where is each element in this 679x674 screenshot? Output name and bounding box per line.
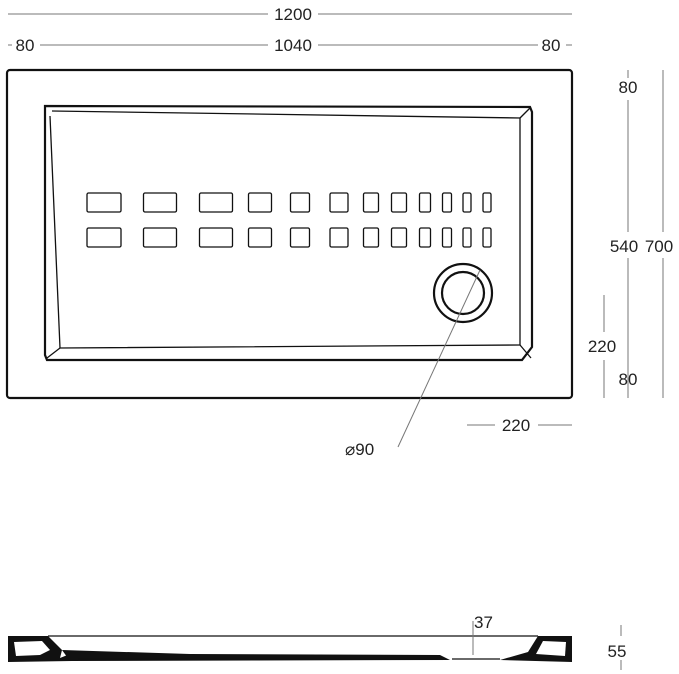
dimension-label-drain-offset-x: 220	[502, 416, 530, 435]
anti-slip-slot	[418, 192, 432, 213]
anti-slip-pattern	[86, 192, 492, 248]
anti-slip-slot	[198, 192, 234, 213]
dimension-label-top-rim: 80	[619, 78, 638, 97]
tray-side-view: 37 55	[8, 613, 626, 670]
dimension-label-drain-depth: 37	[474, 613, 493, 632]
anti-slip-slot	[482, 227, 492, 248]
anti-slip-slot	[247, 227, 273, 248]
dimension-widths-row: 80 1040 80	[8, 36, 572, 55]
dimension-label-inner-width: 1040	[274, 36, 312, 55]
anti-slip-slot	[329, 227, 349, 248]
anti-slip-slot	[142, 192, 178, 213]
anti-slip-slot	[86, 227, 122, 248]
anti-slip-slot	[247, 192, 273, 213]
dimension-label-left-rim: 80	[16, 36, 35, 55]
dimension-label-height: 55	[608, 642, 627, 661]
anti-slip-slot	[390, 192, 408, 213]
anti-slip-slot	[289, 227, 311, 248]
drain-inner-ring	[440, 270, 486, 316]
anti-slip-slot	[289, 192, 311, 213]
anti-slip-slot	[362, 227, 380, 248]
dimension-label-bottom-rim: 80	[619, 370, 638, 389]
anti-slip-slot	[441, 227, 453, 248]
dimension-depths: 80 540 700 220 80 220	[467, 70, 673, 435]
dimension-label-overall-depth: 700	[645, 237, 673, 256]
dimension-label-inner-depth: 540	[610, 237, 638, 256]
anti-slip-slot	[86, 192, 122, 213]
dimension-label-1200: 1200	[274, 5, 312, 24]
drain-leader-line	[397, 269, 481, 448]
tray-top-view: ⌀90	[5, 68, 574, 459]
anti-slip-slot	[198, 227, 234, 248]
anti-slip-slot	[482, 192, 492, 213]
dimension-label-right-rim: 80	[542, 36, 561, 55]
anti-slip-slot	[329, 192, 349, 213]
anti-slip-slot	[142, 227, 178, 248]
anti-slip-slot	[362, 192, 380, 213]
anti-slip-slot	[462, 227, 472, 248]
anti-slip-slot	[441, 192, 453, 213]
anti-slip-slot	[418, 227, 432, 248]
drain-outer-ring	[432, 262, 494, 324]
dimension-overall-width: 1200	[8, 5, 572, 24]
anti-slip-slot	[462, 192, 472, 213]
dimension-label-drain-diameter: ⌀90	[345, 440, 374, 459]
anti-slip-slot	[390, 227, 408, 248]
dimension-label-drain-offset-y: 220	[588, 337, 616, 356]
